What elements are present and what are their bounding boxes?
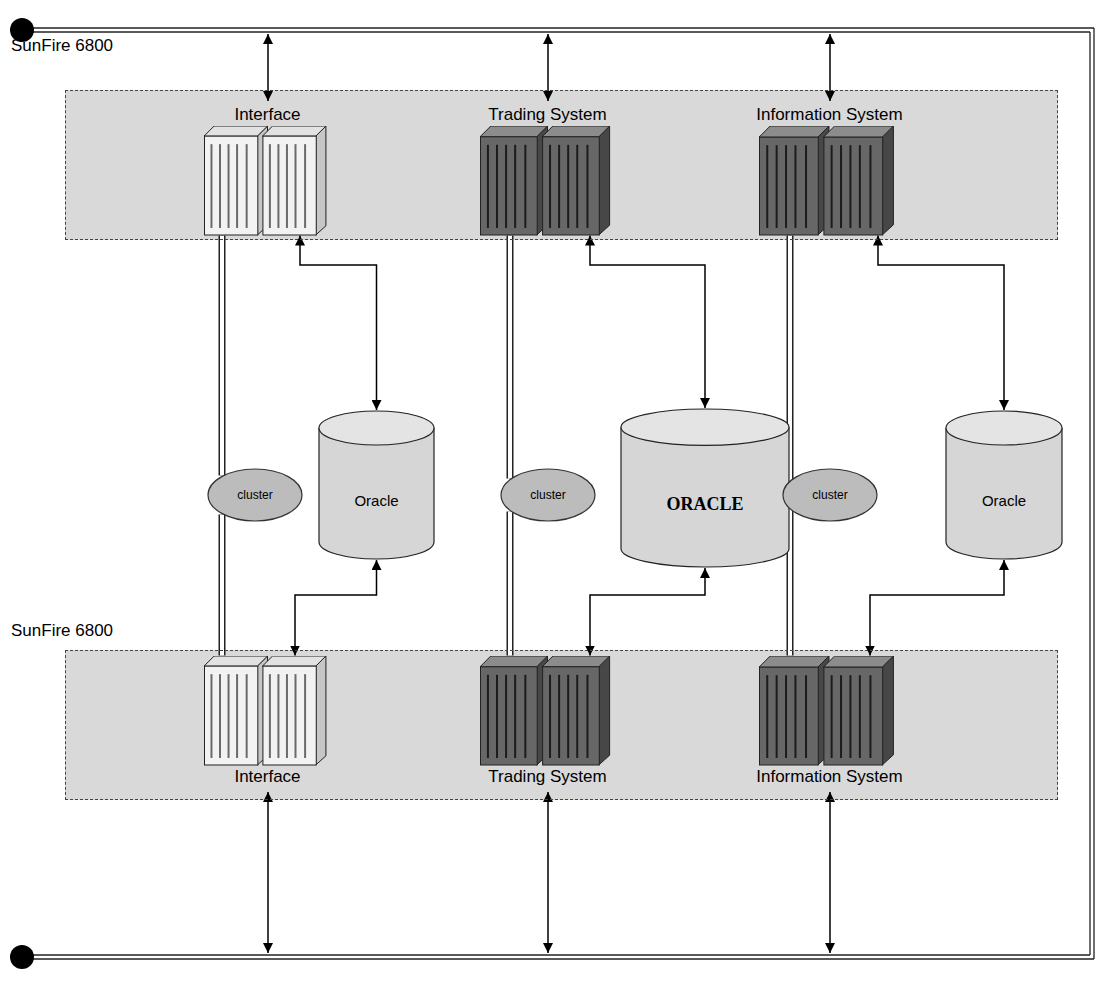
cluster-link bbox=[790, 510, 791, 656]
database-cylinder: Oracle bbox=[945, 410, 1063, 560]
link-core bbox=[220, 515, 224, 656]
cluster-link bbox=[790, 236, 791, 481]
bus-line bbox=[1089, 32, 1090, 955]
server-cabinet bbox=[542, 656, 610, 765]
bus-arrow bbox=[829, 792, 831, 953]
cylinder-outline bbox=[318, 410, 435, 560]
node-label: Interface bbox=[231, 766, 303, 788]
server-icon bbox=[204, 126, 331, 236]
server-cabinet bbox=[480, 126, 548, 235]
server-cabinet bbox=[759, 656, 829, 765]
server-node: Interface bbox=[204, 104, 331, 236]
bus-line bbox=[22, 27, 1094, 28]
node-label: Oracle bbox=[354, 492, 398, 509]
bus-line bbox=[1093, 28, 1094, 959]
server-cabinet bbox=[542, 126, 610, 235]
bus-end-dot bbox=[10, 945, 34, 969]
node-label: ORACLE bbox=[666, 494, 743, 515]
node-label: Information System bbox=[753, 104, 905, 126]
database-link bbox=[300, 236, 377, 411]
node-label: Trading System bbox=[485, 104, 609, 126]
server-icon bbox=[204, 656, 331, 766]
server-region: SunFire 6800InterfaceTrading SystemInfor… bbox=[65, 90, 1058, 240]
database-link bbox=[295, 560, 377, 656]
cylinder-outline bbox=[945, 410, 1063, 560]
cylinder-top bbox=[621, 409, 789, 445]
link-line bbox=[878, 236, 1004, 411]
cluster-link bbox=[510, 236, 511, 479]
server-node: Interface bbox=[204, 656, 331, 788]
bus-line bbox=[22, 31, 1090, 32]
link-line bbox=[295, 560, 377, 656]
link-outline bbox=[507, 511, 514, 655]
database-cylinder: ORACLE bbox=[620, 408, 790, 568]
cluster-link bbox=[510, 511, 511, 655]
bus-arrow bbox=[267, 792, 269, 953]
cylinder-body bbox=[621, 427, 789, 567]
link-line bbox=[870, 560, 1004, 656]
region-fill bbox=[65, 650, 1058, 800]
node-label: Oracle bbox=[982, 492, 1026, 509]
server-region: SunFire 6800InterfaceTrading SystemInfor… bbox=[65, 650, 1058, 800]
link-line bbox=[590, 568, 705, 656]
region-fills bbox=[65, 90, 1058, 800]
cylinder-top bbox=[319, 411, 434, 445]
link-core bbox=[508, 511, 512, 655]
database-link bbox=[590, 568, 705, 656]
bus-line bbox=[22, 954, 1090, 955]
node-label: SunFire 6800 bbox=[11, 621, 113, 641]
server-cabinet bbox=[204, 656, 268, 765]
cylinder-body bbox=[946, 428, 1062, 559]
server-icon bbox=[759, 656, 899, 766]
cylinder-outline bbox=[620, 408, 790, 568]
node-label: Trading System bbox=[485, 766, 609, 788]
cluster-ellipse: cluster bbox=[500, 468, 596, 522]
server-node: Trading System bbox=[480, 656, 615, 788]
server-cabinet bbox=[480, 656, 548, 765]
node-label: SunFire 6800 bbox=[11, 36, 113, 56]
cluster-link bbox=[222, 236, 223, 476]
network-bus bbox=[10, 18, 1094, 969]
bus-line bbox=[22, 958, 1094, 959]
link-outline bbox=[507, 236, 514, 479]
cluster-ellipse: cluster bbox=[782, 468, 878, 522]
server-icon bbox=[759, 126, 899, 236]
database-link bbox=[870, 560, 1004, 656]
cylinder-top bbox=[946, 411, 1062, 445]
server-cabinet bbox=[262, 656, 326, 765]
server-node: Trading System bbox=[480, 104, 615, 236]
server-cabinet bbox=[262, 126, 326, 235]
link-line bbox=[590, 236, 705, 409]
server-icon bbox=[480, 126, 615, 236]
database-cylinder: Oracle bbox=[318, 410, 435, 560]
server-icon bbox=[480, 656, 615, 766]
cluster-link bbox=[222, 515, 223, 656]
server-cabinet bbox=[204, 126, 268, 235]
node-label: Information System bbox=[753, 766, 905, 788]
node-label: cluster bbox=[530, 488, 565, 502]
cluster-ellipse: cluster bbox=[207, 468, 303, 522]
bus-arrow bbox=[547, 792, 549, 953]
node-label: Interface bbox=[231, 104, 303, 126]
link-outline bbox=[219, 236, 226, 476]
server-node: Information System bbox=[749, 104, 909, 236]
bus-arrows bbox=[268, 34, 830, 953]
node-label: cluster bbox=[812, 488, 847, 502]
link-outline bbox=[219, 515, 226, 656]
cylinder-body bbox=[319, 428, 434, 559]
link-line bbox=[300, 236, 377, 411]
link-core bbox=[220, 236, 224, 476]
database-link bbox=[878, 236, 1004, 411]
node-label: cluster bbox=[237, 488, 272, 502]
link-core bbox=[508, 236, 512, 479]
server-cabinet bbox=[824, 126, 894, 235]
server-cabinet bbox=[759, 126, 829, 235]
server-node: Information System bbox=[749, 656, 909, 788]
server-cabinet bbox=[824, 656, 894, 765]
region-fill bbox=[65, 90, 1058, 240]
database-link bbox=[590, 236, 705, 409]
